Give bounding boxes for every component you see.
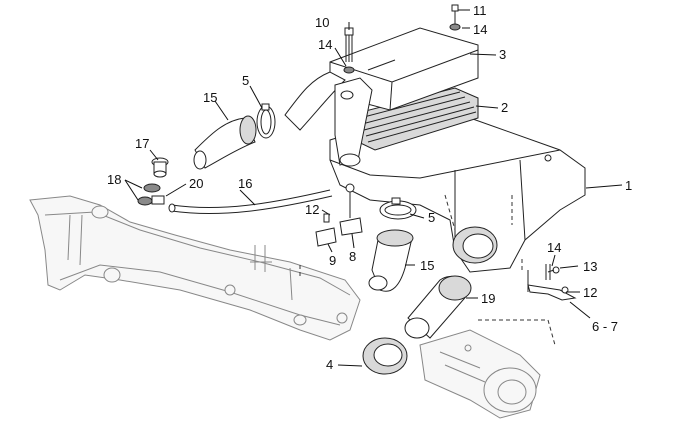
callout-14-top-right: 14 — [473, 22, 487, 37]
frame-ghost — [29, 195, 361, 341]
callout-6-7: 6 - 7 — [592, 319, 618, 334]
screw-10 — [344, 27, 354, 62]
callout-8: 8 — [349, 249, 356, 264]
callout-18: 18 — [107, 172, 121, 187]
callout-5-upper: 5 — [242, 73, 249, 88]
callout-14-bracket: 14 — [547, 240, 561, 255]
callout-1: 1 — [625, 178, 632, 193]
bellmouth-19 — [404, 275, 472, 339]
callout-11: 11 — [473, 3, 487, 18]
bracket-6-7 — [527, 270, 577, 301]
intake-hose-15-upper — [193, 115, 257, 170]
callout-5-lower: 5 — [428, 210, 435, 225]
hose-clamp-5-upper — [256, 103, 276, 139]
clips-18 — [137, 183, 161, 206]
washer-14-right — [449, 23, 461, 31]
callout-17: 17 — [135, 136, 149, 151]
callouts: 1 2 3 4 5 5 6 - 7 8 9 10 11 12 12 13 14 … — [107, 3, 632, 372]
assembly-lines — [299, 194, 556, 346]
intake-hose-15-lower — [368, 229, 414, 292]
callout-15-lower: 15 — [420, 258, 434, 273]
callout-3: 3 — [499, 47, 506, 62]
callout-12-left: 12 — [305, 202, 319, 217]
throttle-body-ghost — [419, 329, 541, 419]
callout-12-right: 12 — [583, 285, 597, 300]
callout-14-upper: 14 — [318, 37, 332, 52]
intake-duct-upper — [284, 71, 373, 167]
airbox-body — [329, 111, 586, 273]
callout-15-upper: 15 — [203, 90, 217, 105]
washer-14-bracket — [545, 264, 551, 280]
screw-11 — [451, 4, 459, 24]
screw-13 — [547, 266, 560, 274]
callout-4: 4 — [326, 357, 333, 372]
leader-lines — [124, 9, 623, 367]
callout-2: 2 — [501, 100, 508, 115]
callout-19: 19 — [481, 291, 495, 306]
callout-16: 16 — [238, 176, 252, 191]
plug-17 — [151, 157, 169, 178]
fitting-20 — [151, 195, 165, 205]
bracket-8 — [339, 183, 363, 236]
breather-hose-16 — [168, 189, 333, 215]
callout-9: 9 — [329, 253, 336, 268]
callout-13: 13 — [583, 259, 597, 274]
hose-clamp-5-lower — [379, 197, 417, 220]
rubber-ring-4 — [362, 337, 408, 375]
washer-14-top — [343, 66, 355, 74]
callout-10: 10 — [315, 15, 329, 30]
bracket-9 — [315, 213, 337, 247]
callout-20: 20 — [189, 176, 203, 191]
